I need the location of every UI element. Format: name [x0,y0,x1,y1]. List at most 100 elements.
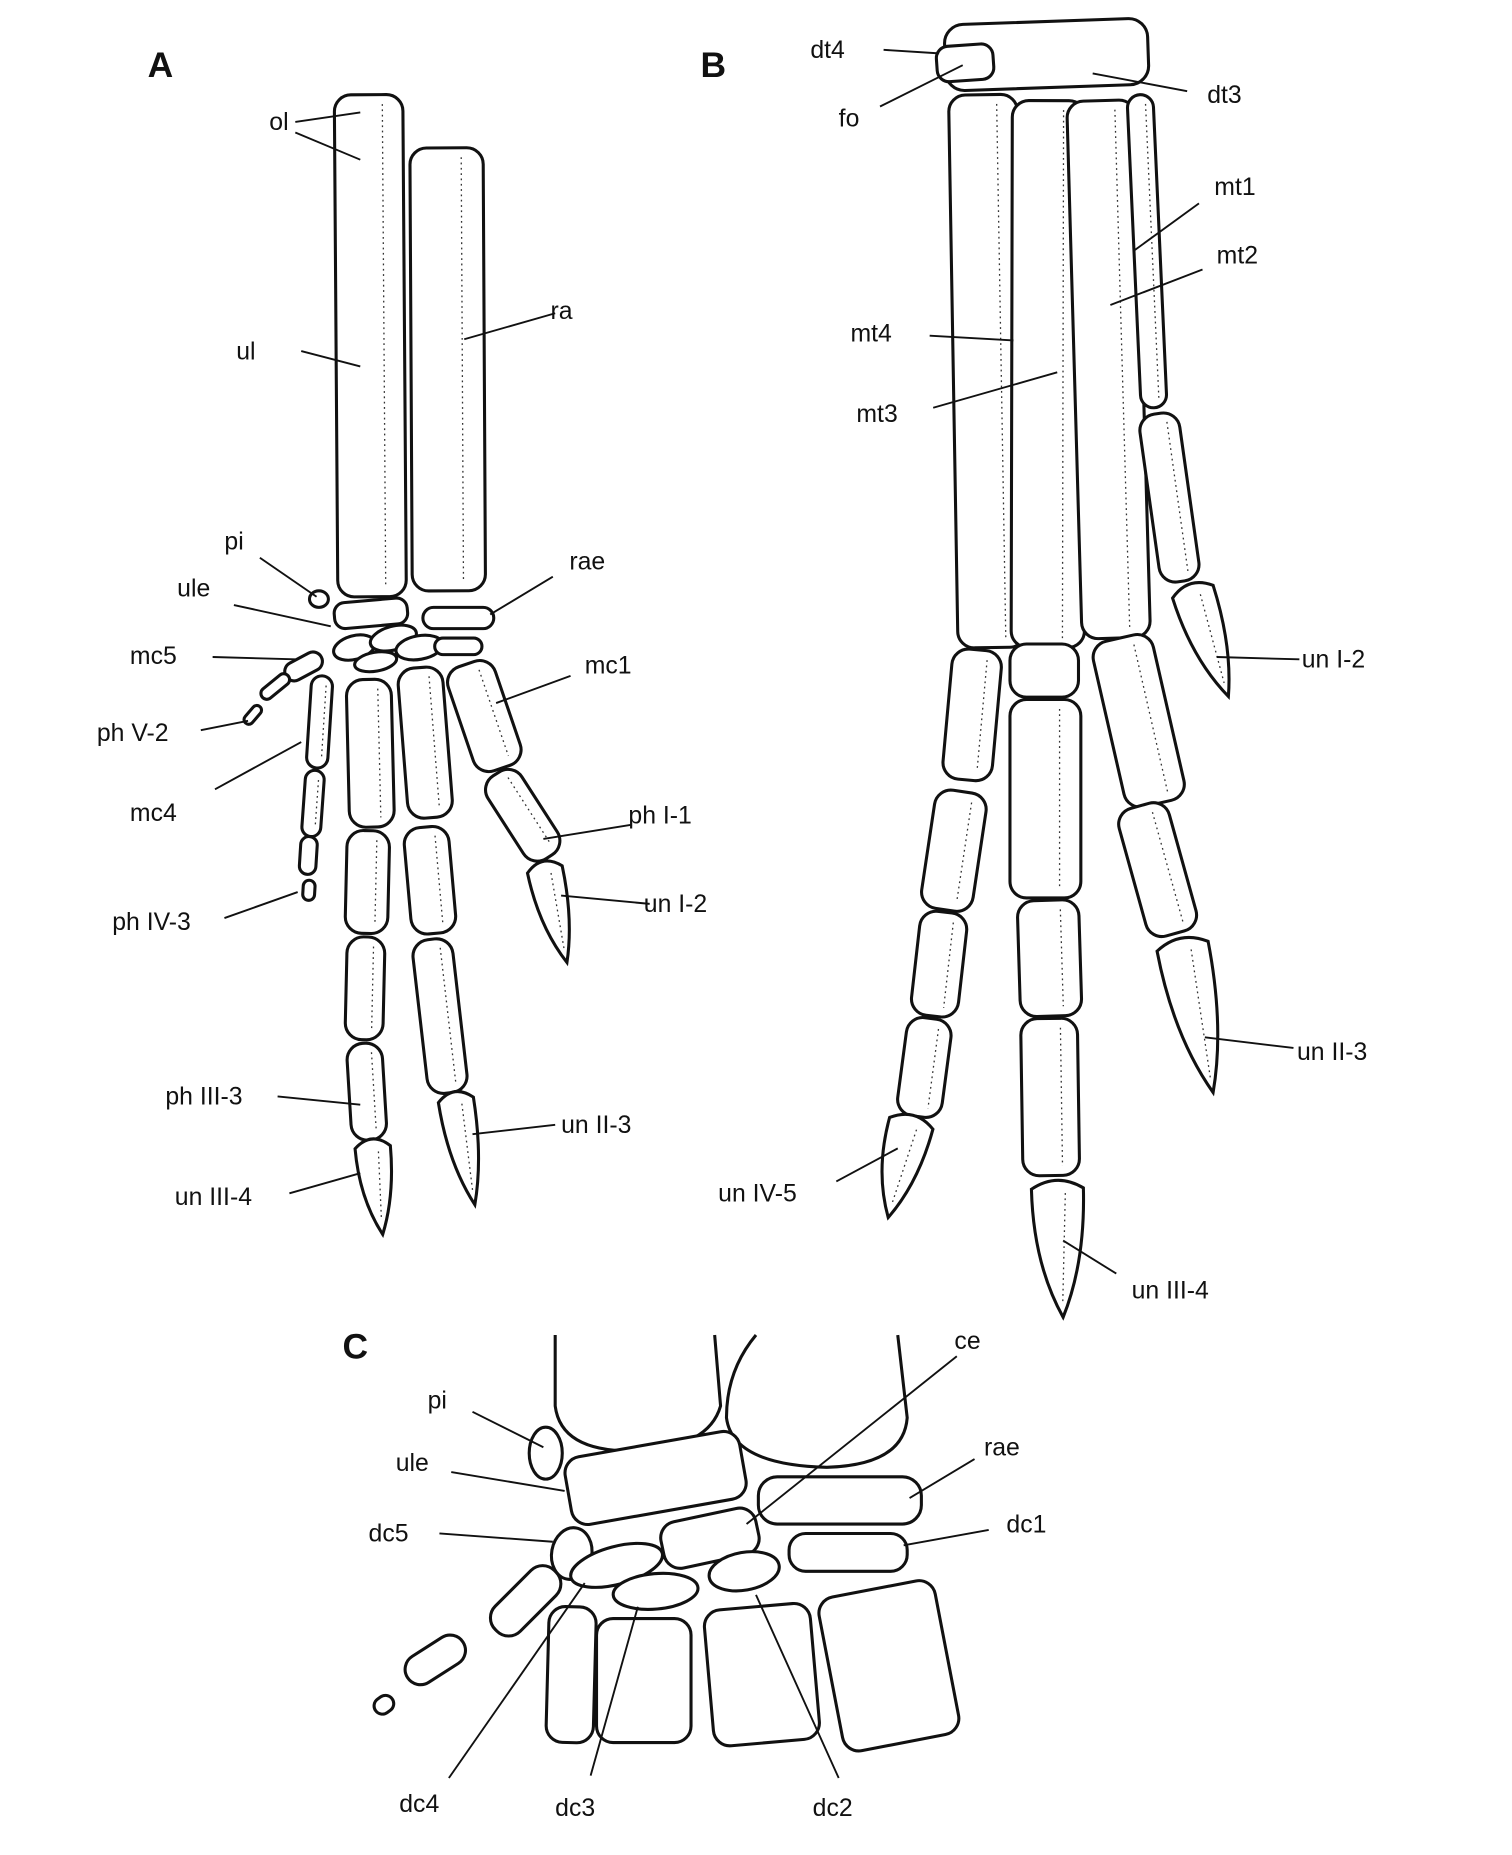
leader-a-ph-iv-3 [224,891,298,919]
mc3-c [594,1616,693,1745]
mc1-c [817,1579,961,1753]
ph-iv-1-a [300,768,326,839]
mc3-a [344,677,396,829]
ph-iii-0-b [1008,642,1081,699]
leader-a-ol [295,111,361,123]
leader-a-ul [300,350,361,368]
leader-a-mc4 [214,741,302,791]
leader-lines [200,48,1300,1779]
label-a-mc4: mc4 [130,800,177,827]
ph-iii-1-a [343,828,391,936]
rae-c [756,1475,923,1526]
leader-c-dc4 [448,1582,586,1779]
label-b-un-iii-4: un III-4 [1132,1277,1209,1304]
label-c-dc1: dc1 [1006,1511,1046,1538]
leader-a-ule [233,604,331,628]
un-i-2-a [525,859,571,967]
label-c-dc5: dc5 [369,1521,409,1548]
leader-b-dt3 [1092,72,1188,93]
leader-a-ra [463,312,556,341]
radius-c [724,1334,909,1469]
leader-b-mt3 [932,371,1058,409]
leader-c-rae [909,1458,976,1499]
leader-b-un-ii-3 [1204,1036,1294,1049]
ph-ii-2-b [1117,801,1199,939]
label-c-dc2: dc2 [813,1795,853,1822]
mc2-a [396,665,454,820]
leader-a-ph-i-1 [543,823,633,840]
un-iii-4-b [1029,1178,1086,1321]
label-a-un-ii-3: un II-3 [561,1112,631,1139]
label-c-pi: pi [428,1387,447,1414]
label-b-mt4: mt4 [851,321,893,348]
mc1-a [446,658,523,774]
leader-b-mt4 [929,334,1014,342]
label-a-mc1: mc1 [585,653,632,680]
label-a-ule: ule [177,576,210,603]
leader-c-ce [745,1355,958,1525]
mc4-a [305,674,334,770]
label-b-mt3: mt3 [856,401,897,428]
leader-c-pi [472,1410,544,1449]
dc3-c [611,1571,700,1611]
leader-b-un-iii-4 [1062,1239,1117,1275]
ph-iii-2-b [1016,898,1084,1019]
panel-b-letter: B [700,45,726,85]
leader-a-ph-v-2 [200,719,249,732]
ph-ii-1-a [402,824,458,936]
ph-iii-3-a [345,1041,388,1142]
panel-a-letter: A [148,45,174,85]
ph-iv-2-b [920,788,988,913]
leader-c-dc1 [903,1529,989,1547]
leader-c-dc5 [439,1532,553,1543]
ph-iv-3-a [301,878,317,902]
label-b-un-ii-3: un II-3 [1297,1039,1367,1066]
ulna [332,93,408,599]
ph-iii-2-a [343,935,387,1042]
leader-a-rae [489,575,554,616]
ph-v-2-a [242,703,264,726]
label-b-mt2: mt2 [1217,243,1258,270]
ph-v-2-c [372,1693,396,1716]
distal-carpal-a1 [433,636,484,657]
label-b-dt3: dt3 [1207,82,1241,109]
label-b-fo: fo [839,106,860,133]
leader-a-un-iii-4 [289,1172,361,1195]
leader-b-un-i-2 [1216,656,1300,661]
label-b-mt1: mt1 [1214,174,1255,201]
radiale-a [421,605,496,631]
un-iv-5-b [880,1112,935,1221]
ph-v-1-a [259,672,292,701]
label-c-dc4: dc4 [399,1791,439,1818]
leader-a-ph-iii-3 [277,1095,361,1106]
mt1-b [1125,93,1169,410]
ph-iii-1-b [1008,697,1083,900]
mc2-c [702,1601,821,1748]
label-a-rae: rae [569,549,605,576]
ph-iii-3-b [1019,1016,1081,1178]
label-c-ule: ule [396,1450,429,1477]
label-b-un-iv-5: un IV-5 [718,1181,797,1208]
leader-a-mc5 [212,656,296,661]
leader-c-dc2 [755,1594,840,1779]
label-a-ra: ra [550,298,572,325]
label-c-ce: ce [954,1328,980,1355]
label-c-rae: rae [984,1435,1020,1462]
label-b-dt4: dt4 [810,37,845,64]
ph-iv-3-b [909,909,969,1019]
ph-i-1-a [484,767,562,863]
ulnare-a [332,596,410,631]
label-a-ph-i-1: ph I-1 [628,803,691,830]
label-a-pi: pi [224,529,243,556]
label-a-un-iii-4: un III-4 [175,1184,252,1211]
label-a-ph-iv-3: ph IV-3 [112,909,191,936]
leader-b-un-iv-5 [835,1147,899,1183]
dc2-c [707,1550,781,1593]
dc1-c [787,1531,909,1573]
ph-i-1-b [1138,411,1201,584]
leader-a-pi [259,556,318,598]
label-a-ph-iii-3: ph III-3 [165,1084,242,1111]
bones-layer [242,17,1231,1753]
ph-iv-2-a [297,834,319,876]
un-ii-3-a [436,1089,481,1209]
